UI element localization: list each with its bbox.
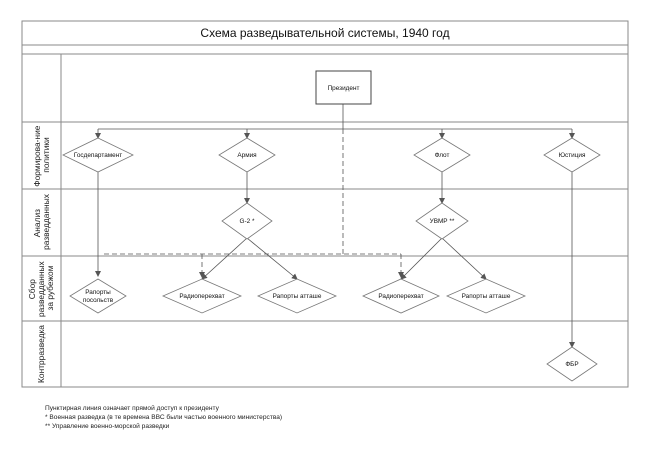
diagram-title: Схема разведывательной системы, 1940 год [200, 26, 449, 40]
navy-attache-reports-node: Рапорты атташе [445, 278, 527, 314]
onr-label: УВМР ** [430, 218, 455, 225]
direct-access-dashed-line [104, 129, 402, 274]
lane-label-counterintel: Контрразведка [36, 325, 46, 383]
embassy-reports-label-line-1: Рапорты [85, 289, 111, 296]
note-navy-intel: ** Управление военно-морской разведки [45, 422, 170, 430]
fbi-label: ФБР [565, 361, 578, 368]
embassy-reports-label-line-2: посольств [83, 297, 114, 304]
arrow-onr-to-attache [441, 237, 487, 280]
president-label: Президент [328, 85, 360, 92]
arrow-g2-to-attache [246, 237, 298, 280]
president-node: Президент [315, 70, 372, 105]
note-dashed-line: Пунктирная линия означает прямой доступ … [45, 404, 220, 412]
army-node: Армия [218, 137, 276, 173]
onr-node: УВМР ** [415, 202, 469, 240]
lane-label-analysis: Анализ разведданных [32, 193, 51, 250]
justice-node: Юстиция [543, 137, 601, 173]
navy-radio-intercept-label: Радиоперехват [378, 293, 423, 300]
justice-label: Юстиция [559, 152, 586, 159]
army-radio-intercept-node: Радиоперехват [161, 278, 243, 314]
lane-label-collection: Сбор разведданных за рубежом [27, 259, 55, 317]
arrow-g2-to-radio [201, 237, 248, 280]
army-radio-intercept-label: Радиоперехват [179, 293, 224, 300]
lane-label-policy: Формирова-ние политики [32, 123, 51, 187]
state-dept-label: Госдепартамент [74, 152, 122, 159]
navy-node: Флот [413, 137, 471, 173]
state-dept-node: Госдепартамент [62, 137, 134, 173]
g2-node: G-2 * [221, 202, 273, 240]
navy-radio-intercept-node: Радиоперехват [362, 278, 440, 314]
note-army-intel: * Военная разведка (в те времена ВВС был… [45, 413, 282, 421]
arrow-onr-to-radio [400, 237, 443, 280]
navy-label: Флот [435, 152, 450, 159]
army-attache-reports-label: Рапорты атташе [273, 293, 322, 300]
navy-attache-reports-label: Рапорты атташе [462, 293, 511, 300]
army-label: Армия [237, 152, 257, 159]
army-attache-reports-node: Рапорты атташе [256, 278, 338, 314]
g2-label: G-2 * [240, 218, 255, 225]
embassy-reports-node: Рапорты посольств [69, 278, 127, 314]
fbi-node: ФБР [546, 346, 598, 382]
